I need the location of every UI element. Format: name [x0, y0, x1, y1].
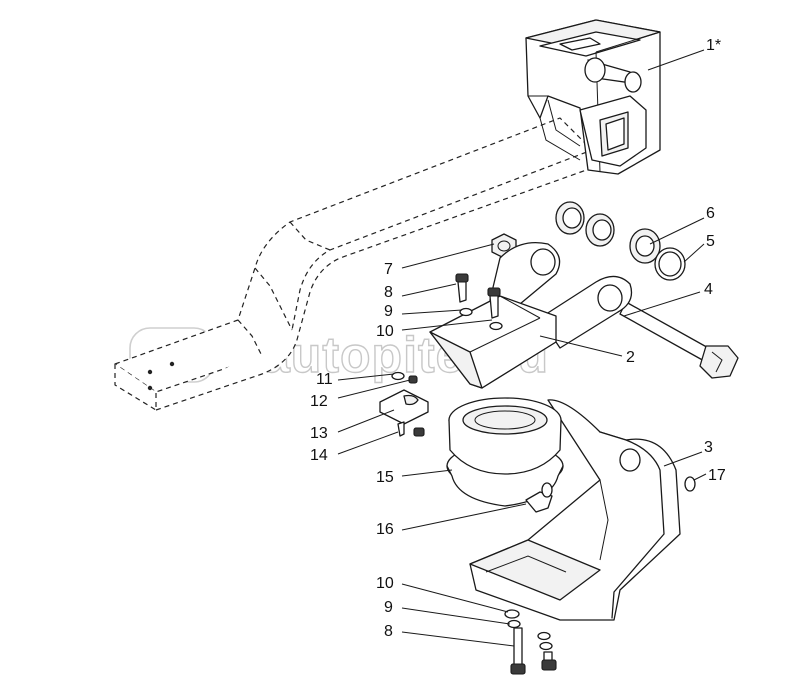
part-1-upper-bracket [525, 19, 661, 175]
callout-1-star: 1* [706, 37, 721, 54]
frame-rail-phantom [114, 117, 593, 411]
parts-6-bushings [555, 201, 661, 264]
part-5-ring [654, 247, 686, 281]
callout-2: 2 [626, 349, 635, 366]
callout-14: 14 [310, 447, 328, 464]
callout-9-lower: 9 [384, 599, 393, 616]
part-17-washer [684, 476, 696, 492]
callout-6: 6 [706, 205, 715, 222]
callout-10-lower: 10 [376, 575, 394, 592]
part-2-arm [429, 241, 633, 389]
callout-8: 8 [384, 284, 393, 301]
callout-7: 7 [384, 261, 393, 278]
callout-8-lower: 8 [384, 623, 393, 640]
callout-5: 5 [706, 233, 715, 250]
callout-numbers: 1* 6 5 4 2 3 17 7 8 9 10 11 12 13 14 15 … [310, 37, 726, 640]
part-16-fitting [525, 482, 553, 513]
callout-9: 9 [384, 303, 393, 320]
leader-lines [337, 49, 707, 647]
upper-fasteners [455, 273, 503, 331]
callout-13: 13 [310, 425, 328, 442]
lower-fasteners [504, 609, 557, 675]
callout-15: 15 [376, 469, 394, 486]
callout-4: 4 [704, 281, 713, 298]
callout-10: 10 [376, 323, 394, 340]
part-3-lower-bracket [469, 399, 681, 621]
callout-16: 16 [376, 521, 394, 538]
parts-11-14-clamp [379, 371, 429, 437]
callout-11: 11 [316, 371, 333, 388]
callout-12: 12 [310, 393, 328, 410]
part-4-long-bolt [619, 301, 739, 379]
callout-3: 3 [704, 439, 713, 456]
callout-17: 17 [708, 467, 726, 484]
